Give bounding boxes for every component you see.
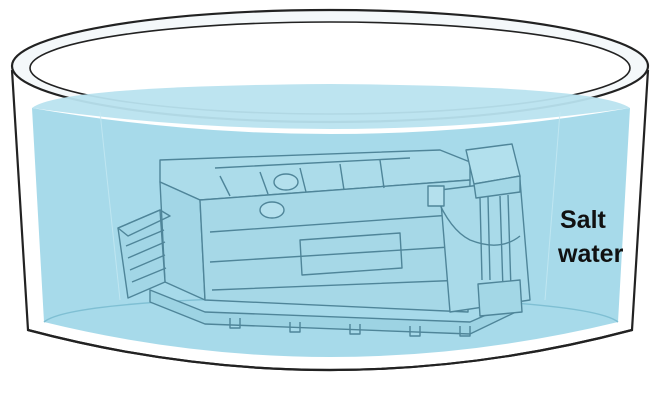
connector-1 [274, 174, 298, 190]
module-connector [428, 186, 444, 206]
connector-2 [260, 202, 284, 218]
label-line-1: Salt [560, 206, 607, 234]
module-lower-block [478, 280, 522, 316]
label-line-2: water [557, 240, 624, 268]
battery-front-face [160, 182, 205, 300]
